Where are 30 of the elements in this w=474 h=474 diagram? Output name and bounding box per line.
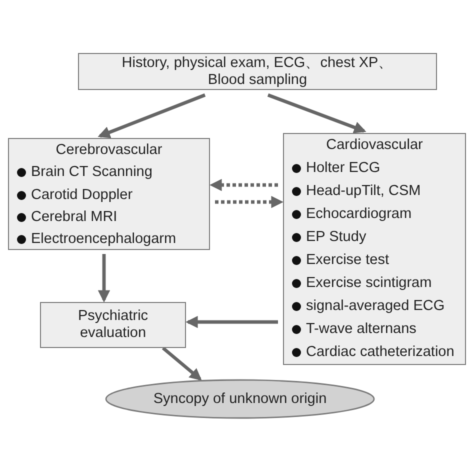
arrow [210,178,278,192]
test-item: Electroencephalogarm [31,231,176,248]
category-box [283,133,466,365]
test-item: Cardiac catheterization [306,344,454,361]
step-label: Psychiatric evaluation [76,308,150,342]
outcome-label: Syncopy of unknown origin [152,390,328,408]
test-item: T-wave alternans [306,321,416,338]
test-item: signal-averaged ECG [306,298,445,315]
arrow [186,316,278,328]
arrow [98,93,206,138]
test-item: Exercise test [306,252,389,269]
arrow [267,93,366,134]
arrow [215,196,284,208]
test-item: Exercise scintigram [306,275,432,292]
step-box [78,53,437,90]
category-heading: Cardiovascular [325,137,424,154]
step-box [40,302,186,348]
arrow [98,254,110,302]
test-item: Head-upTilt, CSM [306,183,421,200]
category-heading: Cerebrovascular [54,142,164,159]
test-item: Holter ECG [306,160,380,177]
arrow [162,346,202,381]
test-item: Brain CT Scanning [31,164,152,182]
test-item: Carotid Doppler [31,186,133,204]
test-item: EP Study [306,229,366,246]
outcome-ellipse [105,379,375,419]
test-item: Cerebral MRI [31,208,118,226]
category-box [8,138,210,250]
step-label: History, physical exam, ECG、chest XP、Blood sampling [120,54,394,88]
test-item: Echocardiogram [306,206,412,223]
